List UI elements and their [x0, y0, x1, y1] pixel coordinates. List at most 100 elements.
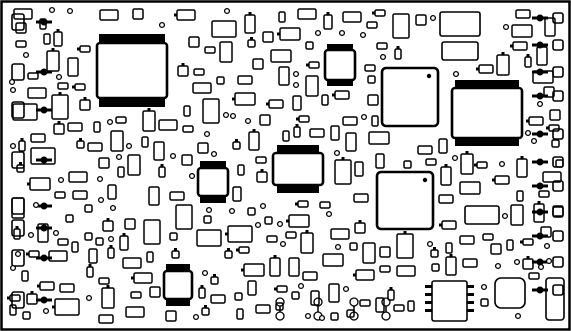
passive-component	[247, 39, 256, 48]
passive-component	[243, 263, 265, 277]
component-lead	[341, 157, 345, 160]
component-field	[7, 6, 564, 324]
component-lead	[181, 63, 185, 66]
component-lead	[305, 230, 309, 233]
passive-component	[392, 13, 410, 39]
passive-component	[364, 64, 376, 72]
via	[379, 53, 387, 61]
passive-component	[122, 257, 142, 269]
passive-component	[354, 161, 364, 177]
passive-component	[478, 64, 494, 74]
passive-component	[216, 76, 225, 85]
passive-component	[27, 72, 39, 80]
via	[513, 258, 521, 266]
passive-component	[322, 253, 344, 267]
passive-component	[438, 194, 454, 204]
component-lead	[19, 162, 22, 165]
passive-component	[374, 9, 386, 17]
passive-component	[86, 266, 94, 278]
passive-component	[536, 46, 548, 66]
via	[14, 250, 22, 258]
connector-pad-right	[552, 180, 564, 192]
passive-component	[528, 272, 540, 280]
passive-component	[211, 20, 237, 38]
passive-component	[480, 298, 489, 307]
passive-component	[543, 86, 555, 98]
passive-component	[528, 116, 544, 126]
component-lead	[526, 119, 529, 123]
soic-top-center	[323, 44, 357, 86]
passive-component	[367, 75, 376, 84]
component-lead	[51, 48, 55, 51]
passive-component	[193, 68, 205, 76]
passive-component	[59, 283, 75, 293]
passive-component	[279, 27, 301, 41]
passive-component	[9, 304, 17, 316]
passive-component	[269, 257, 281, 277]
passive-component	[79, 99, 91, 111]
component-lead	[274, 287, 277, 291]
passive-component	[15, 40, 27, 48]
passive-component	[368, 131, 390, 145]
passive-component	[237, 75, 253, 85]
component-lead	[286, 219, 289, 223]
passive-component	[512, 41, 528, 51]
component-lead	[248, 12, 252, 15]
passive-component	[353, 193, 369, 203]
passive-component	[310, 290, 320, 306]
passive-component	[321, 94, 329, 106]
qfp-bottom-center	[375, 170, 435, 231]
via	[27, 231, 35, 239]
via	[192, 313, 200, 321]
passive-component	[441, 220, 457, 230]
connector-pad-left	[11, 291, 25, 309]
passive-component	[12, 103, 38, 121]
connector-pad-right	[552, 66, 564, 78]
passive-component	[516, 158, 528, 178]
passive-component	[149, 286, 161, 298]
via	[543, 242, 551, 250]
component-lead	[79, 138, 82, 141]
via	[318, 314, 326, 322]
passive-component	[130, 291, 142, 299]
passive-component	[188, 36, 200, 48]
via	[244, 117, 252, 125]
passive-component	[99, 9, 119, 21]
passive-component	[349, 242, 358, 251]
passive-component	[210, 276, 219, 285]
via	[22, 51, 30, 59]
passive-component	[282, 130, 290, 142]
passive-component	[37, 223, 49, 243]
passive-component	[247, 280, 257, 296]
component-lead	[213, 274, 216, 277]
passive-component	[379, 265, 391, 273]
passive-component	[319, 201, 331, 209]
passive-component	[334, 90, 350, 100]
component-lead	[232, 97, 235, 101]
passive-component	[292, 95, 302, 111]
passive-component	[555, 159, 564, 168]
via	[334, 243, 342, 251]
component-lead	[77, 47, 80, 51]
passive-component	[133, 272, 153, 284]
component-lead	[492, 178, 495, 182]
soic-mid-left	[196, 161, 230, 203]
via	[342, 285, 350, 293]
via	[304, 312, 312, 320]
via	[85, 294, 93, 302]
component-lead	[295, 202, 298, 206]
via	[125, 142, 133, 150]
through-hole	[275, 311, 285, 321]
component-lead	[160, 164, 164, 167]
passive-component	[148, 186, 160, 206]
passive-component	[355, 269, 375, 281]
passive-component	[359, 299, 371, 307]
passive-component	[538, 190, 550, 198]
via	[188, 172, 196, 180]
passive-component	[255, 304, 271, 314]
component-lead	[526, 54, 530, 57]
component-lead	[273, 255, 277, 258]
passive-component	[330, 312, 339, 321]
passive-component	[366, 21, 378, 29]
passive-component	[330, 125, 340, 141]
